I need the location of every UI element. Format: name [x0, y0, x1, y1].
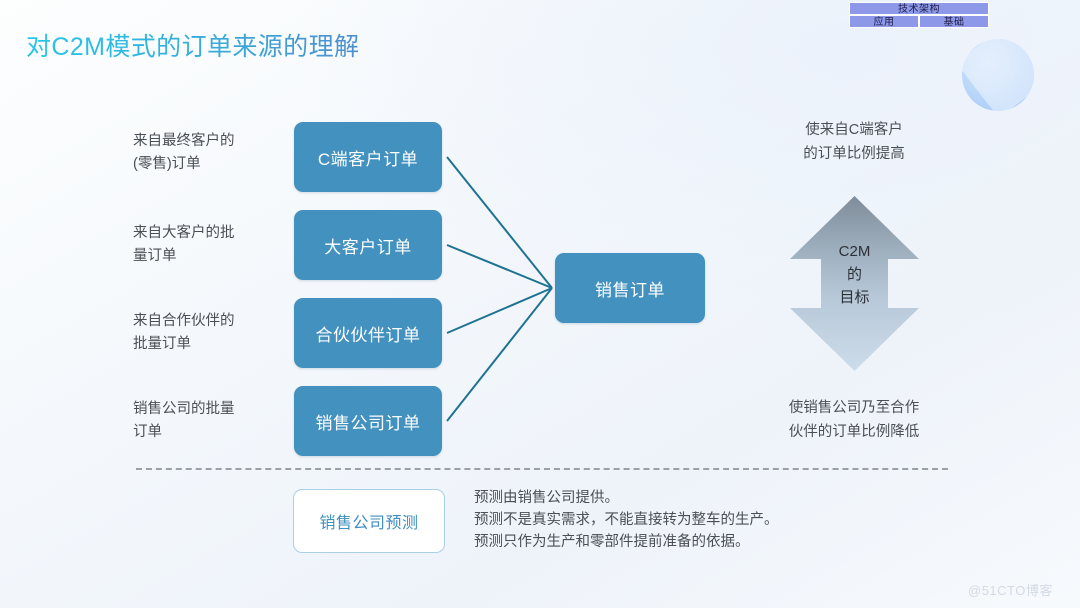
source-label-sales-company: 销售公司的批量 订单 — [133, 401, 235, 440]
goal-text-decrease: 使销售公司乃至合作 伙伴的订单比例降低 — [788, 400, 920, 440]
page-title: 对C2M模式的订单来源的理解 — [26, 30, 359, 64]
badge-row-bottom: 应用 基础 — [849, 15, 989, 28]
source-box-partner-order[interactable]: 合伙伙伴订单 — [294, 298, 442, 368]
forecast-box-sales-company[interactable]: 销售公司预测 — [293, 489, 445, 553]
decorative-circle — [962, 39, 1034, 111]
goal-text-increase: 使来自C端客户 的订单比例提高 — [803, 122, 905, 162]
badge-cell-architecture: 技术架构 — [849, 2, 989, 15]
source-label-key-account: 来自大客户的批 量订单 — [133, 225, 235, 264]
center-box-sales-order[interactable]: 销售订单 — [555, 253, 705, 323]
watermark: @51CTO博客 — [968, 583, 1053, 598]
badge-cell-application: 应用 — [849, 15, 919, 28]
c2m-goal-arrow: C2M 的 目标 — [787, 196, 922, 371]
section-divider — [136, 468, 948, 470]
source-label-retail: 来自最终客户的 (零售)订单 — [133, 133, 235, 172]
arrow-label-c2m-goal: C2M 的 目标 — [838, 243, 871, 306]
source-box-c-end-customer-order[interactable]: C端客户订单 — [294, 122, 442, 192]
badge-cell-foundation: 基础 — [919, 15, 989, 28]
double-arrow-icon — [790, 196, 919, 371]
badge-row-top: 技术架构 — [849, 2, 989, 15]
source-box-key-account-order[interactable]: 大客户订单 — [294, 210, 442, 280]
source-label-partner: 来自合作伙伴的 批量订单 — [133, 313, 235, 352]
architecture-badge: 技术架构 应用 基础 — [849, 2, 989, 28]
source-box-sales-company-order[interactable]: 销售公司订单 — [294, 386, 442, 456]
forecast-note: 预测由销售公司提供。 预测不是真实需求，不能直接转为整车的生产。 预测只作为生产… — [474, 490, 779, 550]
